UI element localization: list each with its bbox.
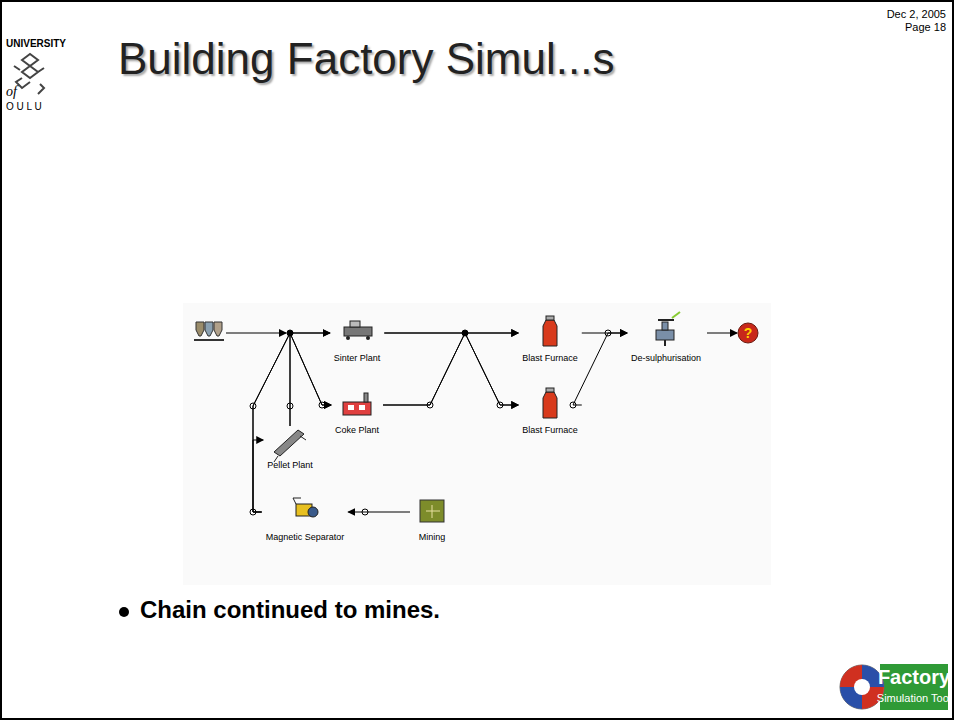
slide-title: Building Factory Simul...s (118, 34, 614, 84)
process-label: De-sulphurisation (631, 353, 701, 364)
output-line (707, 333, 737, 334)
unknown-sink-icon (738, 323, 758, 343)
process-label: Sinter Plant (334, 353, 381, 364)
process-node: Pellet Plant (263, 426, 317, 472)
process-node: Coke Plant (331, 391, 383, 437)
flow-connector (383, 333, 518, 405)
feed-line (226, 333, 286, 334)
process-node: Magnetic Separator (262, 498, 349, 544)
flow-connector (383, 333, 518, 405)
desulphurisation-icon (656, 312, 680, 346)
junction-points (250, 330, 611, 515)
page-number: Page 18 (905, 21, 946, 34)
pellet-plant-icon (274, 430, 306, 462)
sinter-plant-icon (344, 321, 372, 340)
coke-plant-icon (343, 393, 371, 415)
logo-text: UNIVERSITY (6, 38, 66, 50)
process-node: Blast Furnace (518, 391, 582, 437)
bullet-dot (119, 607, 129, 617)
question-mark: ? (744, 325, 753, 341)
process-label: Mining (419, 532, 446, 543)
logo-text: of (6, 84, 17, 100)
flow-connector (253, 333, 330, 512)
logo-text: Factory (878, 666, 950, 689)
flow-connector (348, 512, 410, 513)
raw-material-icon (194, 322, 224, 340)
process-node: Sinter Plant (330, 319, 385, 365)
university-logo (14, 54, 44, 94)
logo-text: O U L U (6, 101, 42, 113)
process-label: Blast Furnace (522, 353, 578, 364)
mining-icon (420, 500, 444, 522)
logo-text: Simulation Tool (877, 692, 951, 705)
flow-connector (253, 333, 331, 512)
process-node: Blast Furnace (518, 319, 582, 365)
process-label: Magnetic Separator (266, 532, 345, 543)
process-label: Pellet Plant (267, 460, 313, 471)
date-text: Dec 2, 2005 (887, 8, 946, 21)
process-label: Blast Furnace (522, 425, 578, 436)
process-node: Mining (410, 498, 454, 544)
magnetic-separator-icon (293, 498, 318, 517)
blast-furnace-icon (543, 316, 557, 418)
flow-connector (573, 333, 627, 405)
diagram-ground (183, 303, 771, 585)
process-label: Coke Plant (335, 425, 379, 436)
flow-connector (290, 333, 331, 426)
bullet-text: Chain continued to mines. (140, 596, 440, 624)
flow-connector (253, 440, 263, 512)
flow-connector (384, 333, 518, 405)
process-node: De-sulphurisation (627, 319, 705, 365)
